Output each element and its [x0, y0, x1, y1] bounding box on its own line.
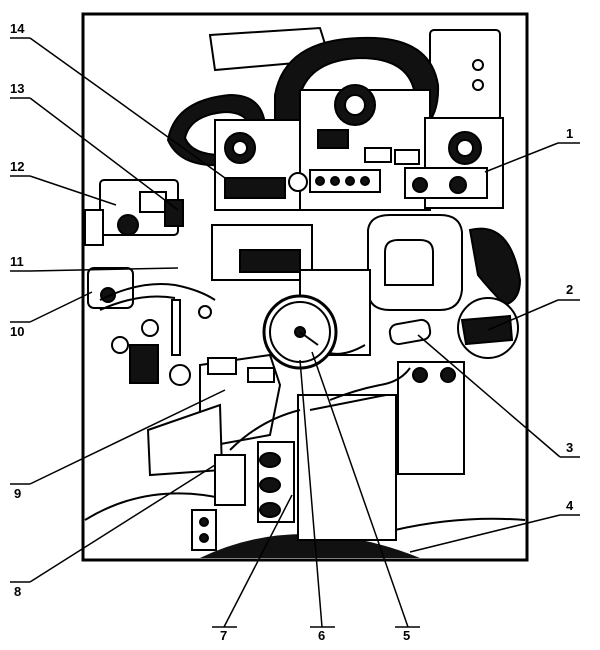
callout-3: 3 — [566, 440, 573, 455]
leader-13 — [10, 97, 179, 211]
leader-1 — [484, 142, 580, 173]
callout-7: 7 — [220, 628, 227, 643]
gauge-and-mechanisms — [99, 269, 519, 551]
leader-7 — [212, 494, 293, 628]
callout-5: 5 — [403, 628, 410, 643]
leader-3 — [417, 334, 580, 458]
leader-5 — [311, 351, 420, 628]
leader-14 — [10, 37, 226, 179]
leader-12 — [10, 175, 117, 206]
callout-4: 4 — [566, 498, 574, 513]
leader-11 — [10, 267, 179, 272]
leader-8 — [10, 464, 216, 583]
leader-2 — [487, 299, 580, 331]
floor-curve-right — [394, 517, 526, 531]
callout-14: 14 — [10, 21, 25, 36]
callout-10: 10 — [10, 324, 24, 339]
callout-9: 9 — [14, 486, 21, 501]
control-boxes — [84, 179, 522, 311]
leader-10 — [10, 291, 93, 323]
leader-6 — [299, 359, 335, 628]
callout-8: 8 — [14, 584, 21, 599]
leader-4 — [409, 514, 580, 553]
callout-2: 2 — [566, 282, 573, 297]
callout-12: 12 — [10, 159, 24, 174]
optical-sight-assembly — [166, 26, 504, 211]
leader-9 — [10, 389, 226, 485]
callout-1: 1 — [566, 126, 573, 141]
callout-6: 6 — [318, 628, 325, 643]
leader-lines — [10, 37, 580, 628]
callout-11: 11 — [10, 254, 24, 269]
callout-13: 13 — [10, 81, 24, 96]
floor-shadow — [200, 534, 420, 558]
floor-curve — [84, 492, 231, 521]
